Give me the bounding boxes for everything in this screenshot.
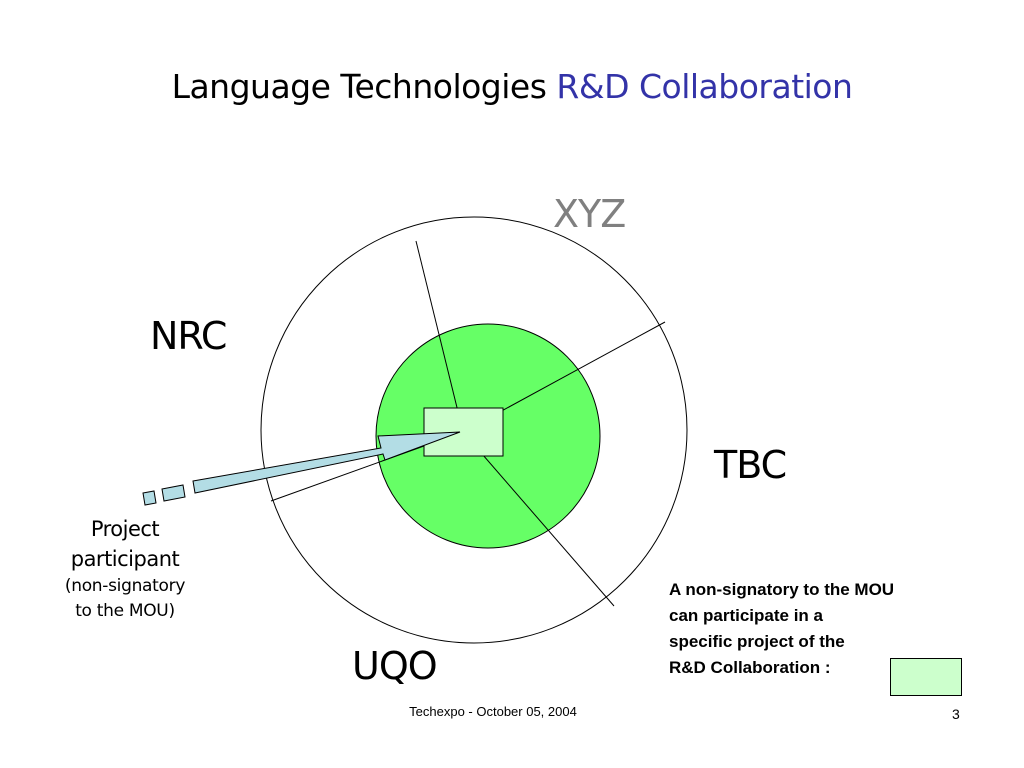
note-line-3: specific project of the: [669, 632, 845, 651]
participant-line-1: Project: [90, 517, 160, 541]
arrow-tail-dash-1: [142, 490, 157, 506]
divider-line-top: [415, 240, 464, 433]
label-xyz: XYZ: [553, 192, 626, 236]
label-uqo: UQO: [352, 644, 438, 688]
project-participant-label: Project participant (non-signatory to th…: [40, 514, 210, 624]
slide-title: Language Technologies R&D Collaboration: [0, 62, 1024, 112]
note-line-1: A non-signatory to the MOU: [669, 580, 895, 599]
divider-line-bottom: [462, 431, 615, 607]
project-box: [423, 407, 504, 457]
non-signatory-note: A non-signatory to the MOU can participa…: [669, 577, 999, 681]
page-number: 3: [952, 706, 960, 722]
title-accent: R&D Collaboration: [556, 67, 853, 106]
participant-line-3: (non-signatory: [64, 576, 186, 596]
pointer-arrow: [192, 431, 461, 494]
note-line-4: R&D Collaboration :: [669, 658, 831, 677]
title-main: Language Technologies: [171, 67, 547, 106]
participant-line-4: to the MOU): [75, 601, 175, 621]
slide-footer: Techexpo - October 05, 2004: [409, 704, 577, 719]
legend-project-box: [890, 658, 962, 696]
arrow-tail-dash-2: [161, 484, 186, 502]
label-tbc: TBC: [714, 443, 787, 487]
note-line-2: can participate in a: [669, 606, 823, 625]
label-nrc: NRC: [150, 314, 227, 358]
participant-line-2: participant: [70, 547, 180, 571]
